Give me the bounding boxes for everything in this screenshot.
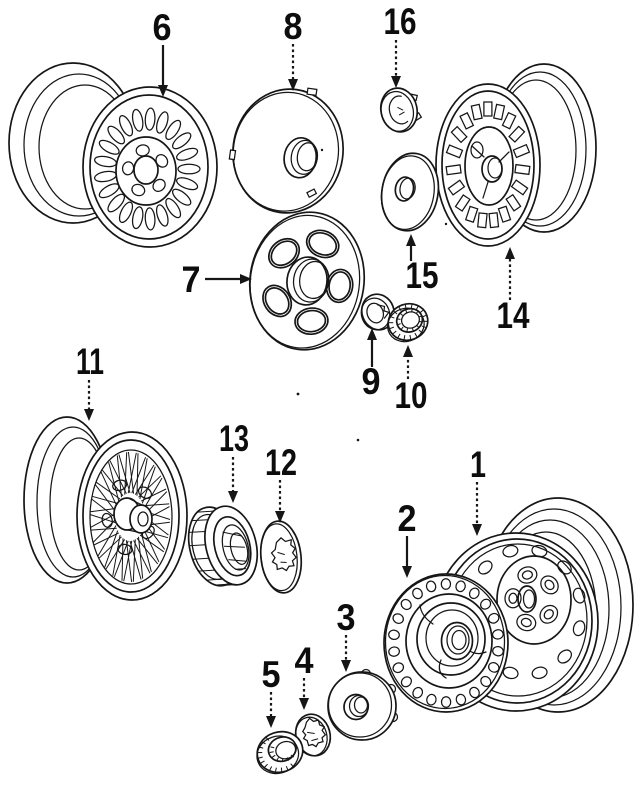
callout-4-number[interactable]: 4 [295, 640, 314, 681]
callout-1-number[interactable]: 1 [470, 444, 486, 485]
part-15-hub-disc [380, 152, 440, 232]
callout-1[interactable]: 1 [470, 444, 486, 536]
callout-6-number[interactable]: 6 [153, 7, 172, 48]
arrow-down-icon [84, 409, 94, 421]
callout-5-number[interactable]: 5 [262, 654, 281, 695]
arrow-right-icon [240, 274, 252, 284]
arrow-down-icon [288, 79, 298, 91]
arrow-up-icon [406, 234, 416, 246]
wheel-1-lug-nuts [504, 566, 559, 632]
part-4-center-cap-crest [294, 713, 332, 757]
callout-14-number[interactable]: 14 [497, 295, 530, 336]
callout-2-number[interactable]: 2 [398, 498, 417, 539]
callout-11-number[interactable]: 11 [76, 341, 104, 382]
part-16-clip-center-cap [379, 87, 423, 133]
callout-14[interactable]: 14 [497, 247, 530, 336]
arrow-down-icon [266, 716, 276, 728]
arrow-down-icon [228, 491, 238, 503]
callout-8-number[interactable]: 8 [284, 6, 303, 47]
callout-2[interactable]: 2 [398, 498, 417, 578]
cover-2-slot-ring [388, 578, 504, 708]
ring-5-band-ribs [257, 736, 295, 773]
callout-10-number[interactable]: 10 [395, 375, 428, 416]
part-9-keyed-center-cap [360, 293, 396, 331]
wheel-11-lug-holes [101, 479, 155, 556]
arrow-up-icon [505, 247, 515, 259]
ring-10-outer-ribs [388, 303, 428, 341]
arrow-down-icon [341, 660, 351, 672]
part-10-splined-retainer-ring [386, 302, 429, 343]
arrow-down-icon [391, 76, 401, 88]
arrow-down-icon [299, 698, 309, 710]
arrow-up-icon [367, 328, 377, 340]
part-8-dome-wheel-cover [228, 87, 344, 214]
callout-16-number[interactable]: 16 [384, 1, 417, 42]
part-12-emblem-center-cap [259, 520, 303, 594]
callout-9[interactable]: 9 [362, 328, 381, 402]
callout-4[interactable]: 4 [295, 640, 314, 710]
wheel-6-slot-ring [94, 107, 201, 231]
part-14-slotted-alloy-wheel [435, 63, 597, 247]
arrow-down-icon [402, 566, 412, 578]
callout-10[interactable]: 10 [395, 345, 428, 416]
part-3-hub-cover-disc [327, 668, 399, 741]
callout-3-number[interactable]: 3 [337, 597, 356, 638]
part-6-slotted-steel-wheel [8, 62, 218, 248]
callout-3[interactable]: 3 [337, 597, 356, 672]
cover-7-hole-ring [262, 229, 354, 336]
callout-12-number[interactable]: 12 [265, 442, 297, 483]
callout-16[interactable]: 16 [384, 1, 417, 88]
arrow-up-icon [403, 345, 413, 357]
callout-7-number[interactable]: 7 [182, 259, 201, 300]
part-11-wire-spoke-wheel [23, 416, 188, 601]
part-2-slotted-wheel-cover [383, 573, 509, 713]
callout-15[interactable]: 15 [406, 234, 439, 296]
callout-12[interactable]: 12 [265, 442, 297, 523]
part-7-five-hole-wheel-cover [248, 211, 366, 351]
cap-4-crest [301, 717, 327, 748]
scan-specks [296, 148, 448, 442]
callout-7[interactable]: 7 [182, 259, 253, 300]
part-5-retainer-ring [256, 730, 304, 775]
callout-13-number[interactable]: 13 [219, 418, 249, 459]
arrow-down-icon [158, 85, 168, 97]
callout-13[interactable]: 13 [219, 418, 249, 503]
part-13-hub-bearing-ring [187, 505, 259, 587]
ring-10-splines [396, 308, 423, 333]
callout-8[interactable]: 8 [284, 6, 303, 91]
callout-6[interactable]: 6 [153, 7, 172, 97]
cap-12-crest [270, 537, 297, 572]
callout-9-number[interactable]: 9 [362, 361, 381, 402]
arrow-down-icon [472, 524, 482, 536]
callout-11[interactable]: 11 [76, 341, 104, 421]
arrow-down-icon [275, 511, 285, 523]
callout-15-number[interactable]: 15 [406, 255, 439, 296]
callout-5[interactable]: 5 [262, 654, 281, 728]
wheel-14-slot-ring [445, 101, 531, 229]
